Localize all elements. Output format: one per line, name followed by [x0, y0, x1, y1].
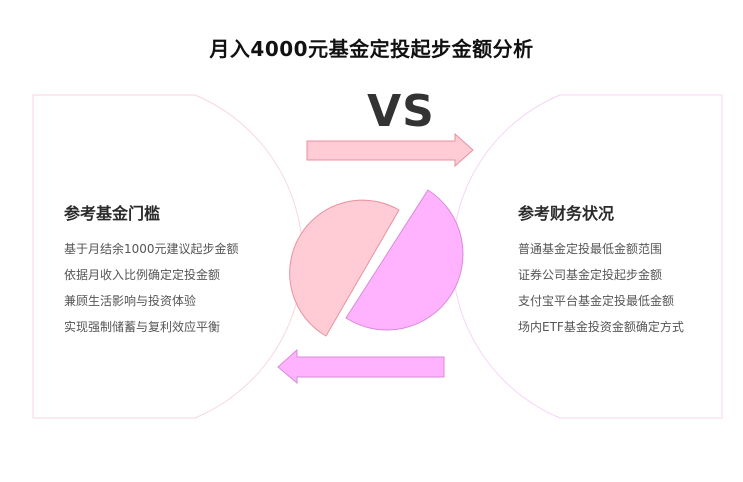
right-panel-item: 场内ETF基金投资金额确定方式 — [518, 320, 684, 334]
left-panel-item: 兼顾生活影响与投资体验 — [64, 294, 197, 308]
vs-label: VS — [367, 86, 435, 137]
arrow-right-icon — [306, 132, 474, 168]
right-panel-heading: 参考财务状况 — [518, 204, 615, 223]
left-panel-item: 基于月结余1000元建议起步金额 — [64, 242, 239, 256]
arrow-left-icon — [277, 348, 445, 385]
left-panel-item: 依据月收入比例确定定投金额 — [64, 268, 221, 282]
half-circle-left-icon — [289, 199, 400, 337]
left-panel-heading: 参考基金门槛 — [64, 204, 161, 223]
left-panel-item: 实现强制储蓄与复利效应平衡 — [64, 320, 221, 334]
half-circle-right-icon — [345, 189, 464, 331]
right-panel-item: 普通基金定投最低金额范围 — [518, 242, 663, 256]
page-title: 月入4000元基金定投起步金额分析 — [209, 37, 534, 61]
right-panel-item: 支付宝平台基金定投最低金额 — [518, 294, 675, 308]
right-panel-item: 证券公司基金定投起步金额 — [518, 268, 663, 282]
